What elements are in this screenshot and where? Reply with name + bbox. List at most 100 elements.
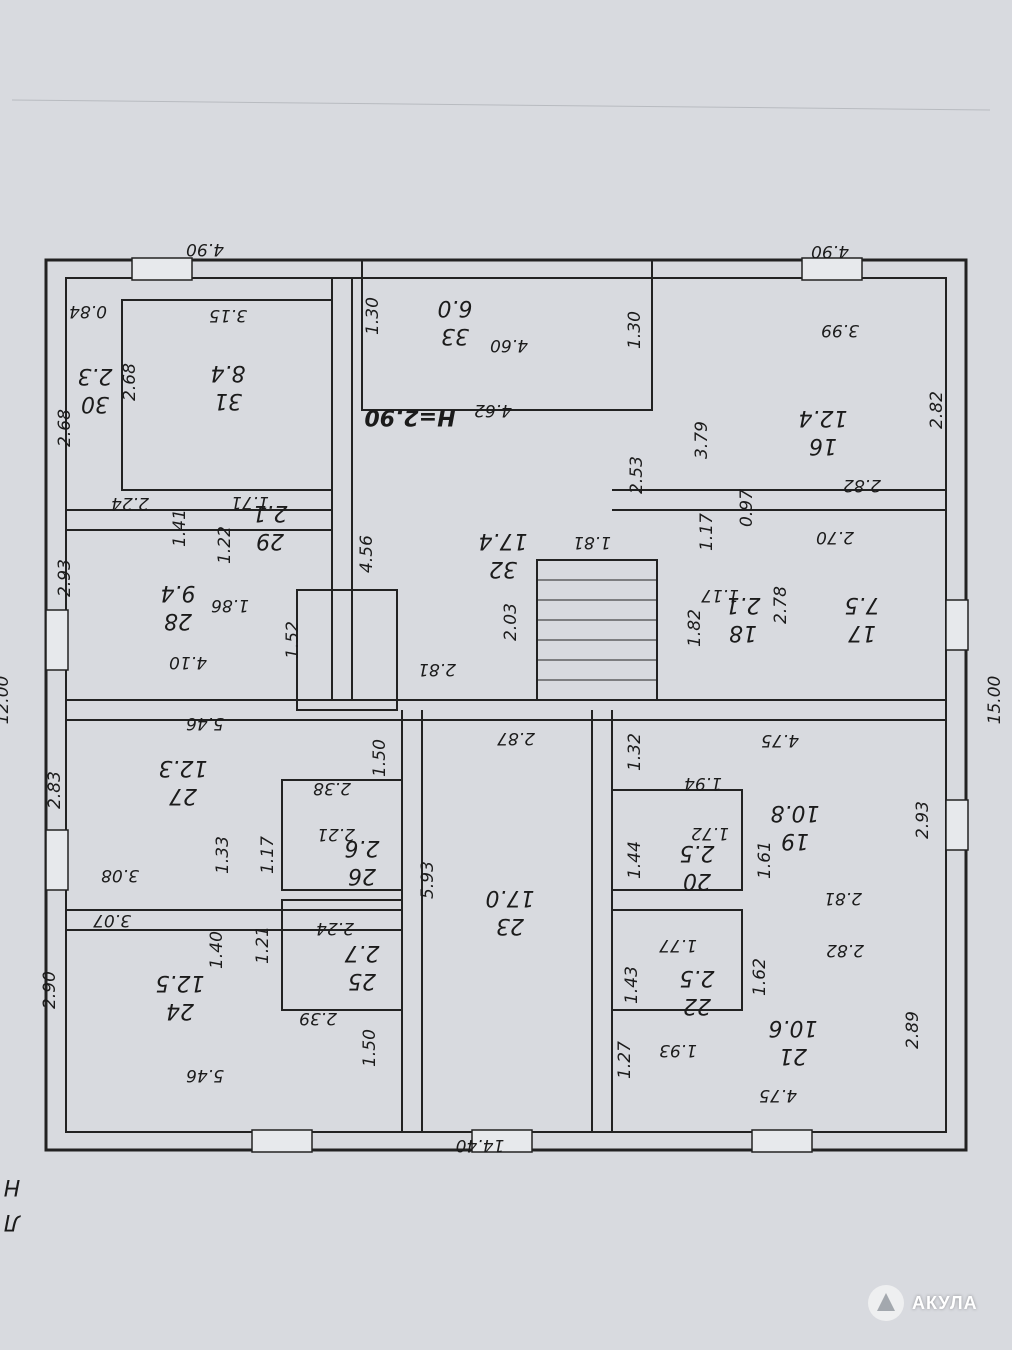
dim-d33-bottom: 4.60 bbox=[490, 335, 528, 355]
dim-d31-side: 2.68 bbox=[120, 363, 140, 401]
room-area-18: 2.1 bbox=[726, 592, 761, 617]
dim-d32-left: 4.56 bbox=[357, 535, 377, 573]
room-area-23: 17.0 bbox=[486, 885, 535, 910]
room-number-33: 33 bbox=[441, 323, 469, 348]
dim-d16-top: 3.99 bbox=[821, 320, 859, 340]
window bbox=[751, 1129, 813, 1153]
room-area-25: 2.7 bbox=[345, 940, 380, 965]
dim-d27-left: 2.83 bbox=[45, 771, 65, 809]
room-number-22: 22 bbox=[683, 993, 711, 1018]
room-number-32: 32 bbox=[489, 556, 517, 581]
dim-d19-in: 1.61 bbox=[755, 841, 775, 879]
room-area-20: 2.5 bbox=[680, 840, 715, 865]
dim-d19-top: 4.75 bbox=[761, 730, 799, 750]
room-area-30: 2.3 bbox=[78, 363, 113, 388]
plan-rotated-group bbox=[44, 257, 969, 1153]
window bbox=[945, 799, 969, 851]
watermark-logo: АКУЛА bbox=[868, 1283, 978, 1323]
dim-d32-mid: 2.03 bbox=[501, 603, 521, 641]
dim-d32-stair: 1.81 bbox=[573, 532, 611, 552]
dim-d17-left: 2.78 bbox=[771, 586, 791, 624]
overall-right-edge: 15.00 bbox=[985, 676, 1005, 725]
dim-d33-left: 1.30 bbox=[363, 297, 383, 335]
room-number-26: 26 bbox=[348, 863, 376, 888]
dim-d21-bottom: 4.75 bbox=[759, 1085, 797, 1105]
room-area-27: 12.3 bbox=[159, 755, 208, 780]
dim-d32-top: 4.62 bbox=[474, 400, 512, 420]
side-fragment-bottom: Н bbox=[4, 1174, 21, 1199]
window bbox=[131, 257, 193, 281]
dim-d33-right: 1.30 bbox=[625, 311, 645, 349]
room-area-22: 2.5 bbox=[680, 965, 715, 990]
dim-d30-top: 0.84 bbox=[69, 301, 107, 321]
dim-d16-right: 2.82 bbox=[927, 391, 947, 429]
overall-top-left: 4.90 bbox=[186, 239, 224, 259]
room-number-31: 31 bbox=[214, 388, 242, 413]
dim-d28-top: 2.24 bbox=[111, 493, 149, 513]
shark-logo-icon bbox=[868, 1285, 904, 1321]
overall-left-edge: 12.00 bbox=[0, 676, 13, 725]
room-area-33: 6.0 bbox=[438, 295, 473, 320]
window bbox=[471, 1129, 533, 1153]
room-area-32: 17.4 bbox=[479, 528, 528, 553]
window bbox=[45, 609, 69, 671]
room-area-26: 2.6 bbox=[345, 835, 380, 860]
dim-d25-bottom: 2.39 bbox=[299, 1008, 337, 1028]
dim-d22-top: 1.77 bbox=[659, 935, 697, 955]
dim-d28-step: 1.86 bbox=[211, 595, 249, 615]
window bbox=[945, 599, 969, 651]
room-area-31: 8.4 bbox=[211, 360, 246, 385]
room-area-19: 10.8 bbox=[771, 800, 820, 825]
room-area-21: 10.6 bbox=[769, 1015, 818, 1040]
dim-d27-in: 1.33 bbox=[213, 836, 233, 874]
overall-top-right: 4.90 bbox=[811, 241, 849, 261]
dim-d19-door: 1.32 bbox=[625, 733, 645, 771]
dim-d21-in: 1.62 bbox=[750, 958, 770, 996]
room-area-29: 2.1 bbox=[253, 500, 288, 525]
dim-d19-right: 2.93 bbox=[913, 801, 933, 839]
room-number-27: 27 bbox=[169, 783, 197, 808]
dim-d16-small-b: 1.17 bbox=[697, 513, 717, 551]
dim-d16-bottom: 2.82 bbox=[843, 475, 881, 495]
dim-d28-bottom: 4.10 bbox=[169, 652, 207, 672]
room-number-19: 19 bbox=[781, 828, 809, 853]
dim-d19-step: 1.94 bbox=[684, 773, 722, 793]
dim-d29-left: 1.22 bbox=[215, 526, 235, 564]
dim-d27-door: 1.50 bbox=[370, 739, 390, 777]
room-area-24: 12.5 bbox=[156, 970, 205, 995]
dim-d28-door: 1.52 bbox=[283, 621, 303, 659]
ceiling-height: H=2.90 bbox=[364, 404, 455, 429]
dim-d28-in: 1.41 bbox=[170, 509, 190, 547]
windows bbox=[45, 257, 969, 1153]
dim-d24-left: 2.90 bbox=[40, 971, 60, 1009]
room-area-16: 12.4 bbox=[799, 405, 848, 430]
dim-d16-left: 3.79 bbox=[692, 421, 712, 459]
room-number-23: 23 bbox=[496, 913, 524, 938]
dim-d30-side: 2.68 bbox=[55, 409, 75, 447]
dim-d21-door: 1.27 bbox=[615, 1041, 635, 1079]
dim-d26-top: 2.38 bbox=[313, 778, 351, 798]
dim-d19-bottom: 2.81 bbox=[824, 888, 862, 908]
room-number-29: 29 bbox=[256, 528, 284, 553]
room-number-20: 20 bbox=[683, 868, 711, 893]
dim-d26-inner: 2.21 bbox=[317, 824, 355, 844]
window bbox=[251, 1129, 313, 1153]
room-area-28: 9.4 bbox=[161, 580, 196, 605]
dim-d22-bottom: 1.93 bbox=[659, 1040, 697, 1060]
room-number-18: 18 bbox=[729, 620, 757, 645]
dim-d32-right: 2.53 bbox=[627, 456, 647, 494]
window bbox=[45, 829, 69, 891]
room-number-25: 25 bbox=[348, 968, 376, 993]
dim-d24-top: 3.07 bbox=[93, 910, 131, 930]
dim-d31-top: 3.15 bbox=[209, 305, 247, 325]
room-area-17: 7.5 bbox=[845, 592, 880, 617]
dim-d28-left: 2.93 bbox=[55, 559, 75, 597]
watermark-text: АКУЛА bbox=[912, 1292, 978, 1313]
dim-d24-in: 1.40 bbox=[207, 931, 227, 969]
room-number-24: 24 bbox=[166, 998, 194, 1023]
room-number-17: 17 bbox=[848, 620, 876, 645]
dim-d22-left: 1.43 bbox=[622, 966, 642, 1004]
